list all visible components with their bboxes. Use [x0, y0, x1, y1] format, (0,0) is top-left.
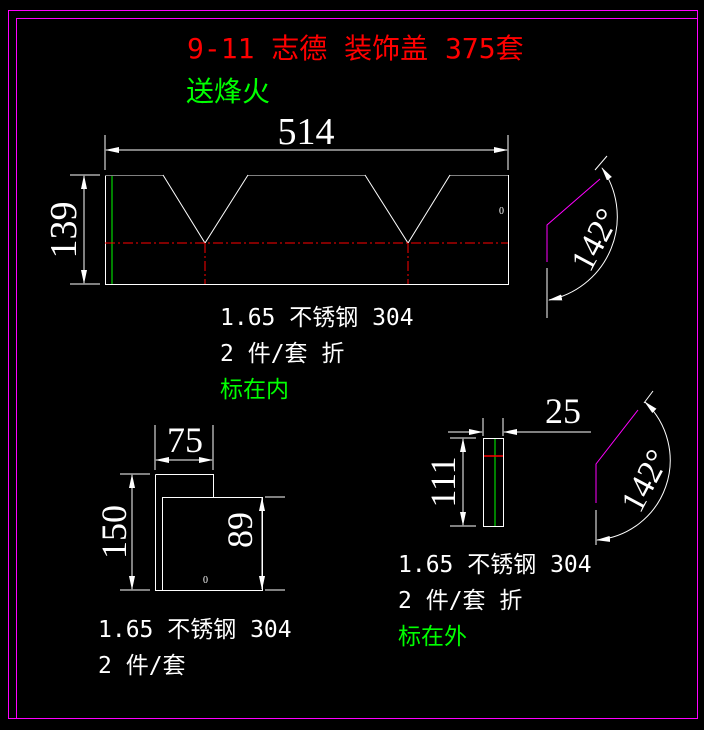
- dim-height: 150: [94, 505, 134, 559]
- part2-material: 1.65 不锈钢 304: [98, 617, 292, 643]
- dim-height: 111: [423, 456, 463, 507]
- part3-qty: 2 件/套 折: [398, 588, 522, 614]
- part3-drawing: 25 111 142°: [423, 390, 677, 545]
- part1-drawing: 514 0 139 142°: [43, 111, 627, 318]
- dim-width: 25: [545, 391, 581, 431]
- part1-material: 1.65 不锈钢 304: [220, 305, 414, 331]
- part3-material: 1.65 不锈钢 304: [398, 552, 592, 578]
- subtitle: 送烽火: [186, 75, 270, 108]
- part3-mark: 标在外: [398, 624, 467, 650]
- title: 9-11 志德 装饰盖 375套: [187, 32, 524, 65]
- part2-qty: 2 件/套: [98, 653, 186, 679]
- part1-qty: 2 件/套 折: [220, 341, 344, 367]
- dim-inner: 89: [220, 512, 260, 548]
- hole-mark: 0: [499, 206, 504, 217]
- dim-width: 514: [278, 111, 335, 153]
- inner-frame: [16, 18, 698, 719]
- part2-drawing: 75 0 150 89: [94, 420, 285, 591]
- outer-frame: [8, 10, 698, 719]
- dim-height: 139: [43, 202, 85, 259]
- part1-mark: 标在内: [220, 377, 289, 403]
- dim-width: 75: [167, 420, 203, 460]
- hole-mark: 0: [203, 575, 208, 586]
